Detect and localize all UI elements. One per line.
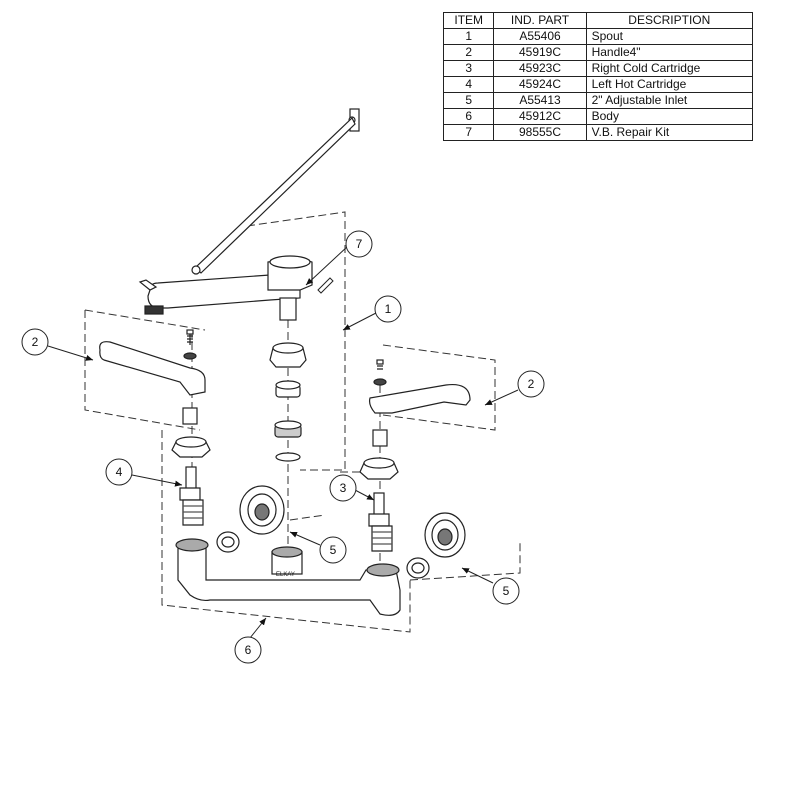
callout-4-label: 4 <box>116 465 123 479</box>
part-number: 45912C <box>493 108 587 125</box>
callout-7: 7 <box>345 230 373 258</box>
callout-2-right-label: 2 <box>528 377 535 391</box>
callout-5-center-label: 5 <box>330 543 337 557</box>
support-rod <box>191 108 360 275</box>
right-cold-cartridge <box>368 492 393 552</box>
callout-5-right-label: 5 <box>503 584 510 598</box>
part-description: V.B. Repair Kit <box>585 124 754 141</box>
callout-7-label: 7 <box>356 237 363 251</box>
callout-1-label: 1 <box>385 302 392 316</box>
callout-5-right: 5 <box>492 577 520 605</box>
right-adjustable-inlet <box>406 512 466 579</box>
table-row: 2 45919C Handle4" <box>442 44 754 61</box>
table-row: 3 45923C Right Cold Cartridge <box>442 60 754 77</box>
callout-4: 4 <box>105 458 133 486</box>
spout <box>138 255 313 321</box>
right-handle-assembly <box>359 359 471 480</box>
callout-2-left-label: 2 <box>32 335 39 349</box>
callout-3-label: 3 <box>340 481 347 495</box>
item-number: 7 <box>442 124 495 141</box>
callout-2-left: 2 <box>21 328 49 356</box>
part-description: Handle4" <box>585 44 754 61</box>
part-description: Left Hot Cartridge <box>585 76 754 93</box>
left-hot-cartridge <box>179 466 204 526</box>
body-stamp: ELKAY <box>276 572 295 578</box>
callout-1: 1 <box>374 295 402 323</box>
callout-leaders <box>47 245 519 639</box>
part-number: 98555C <box>493 124 587 141</box>
callout-3: 3 <box>329 474 357 502</box>
callout-2-right: 2 <box>517 370 545 398</box>
callout-6: 6 <box>234 636 262 664</box>
part-description: 2" Adjustable Inlet <box>585 92 754 109</box>
center-stack <box>269 342 307 462</box>
center-adjustable-inlet <box>216 485 285 553</box>
callout-6-label: 6 <box>245 643 252 657</box>
callout-5-center: 5 <box>319 536 347 564</box>
parts-table: ITEM IND. PART DESCRIPTION 1 A55406 Spou… <box>442 12 754 141</box>
table-row: 7 98555C V.B. Repair Kit <box>442 124 754 141</box>
table-row: 5 A55413 2" Adjustable Inlet <box>442 92 754 109</box>
table-row: 6 45912C Body <box>442 108 754 125</box>
faucet-body: ELKAY <box>175 538 401 616</box>
vb-repair-kit-part <box>317 277 334 294</box>
callout-circles: 1 2 2 3 4 5 5 6 <box>21 230 545 664</box>
left-handle-assembly <box>99 329 211 458</box>
